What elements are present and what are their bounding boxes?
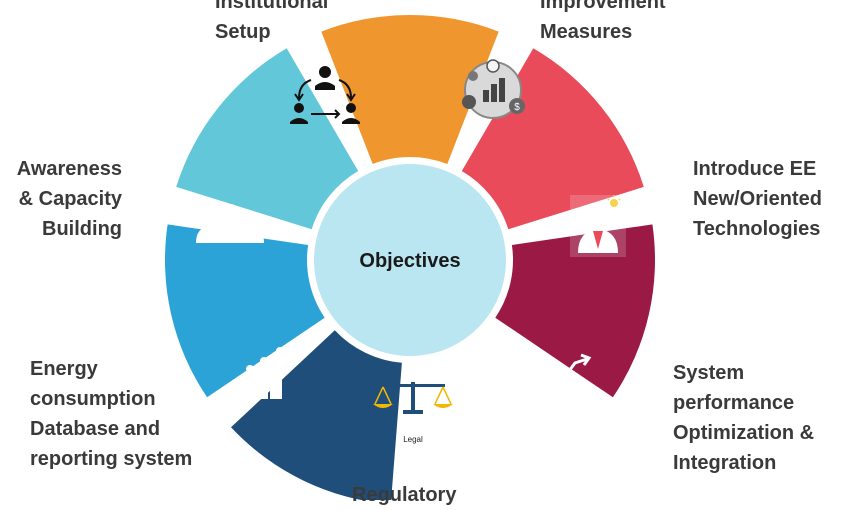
- trend-chart-icon: [539, 353, 592, 413]
- finance-growth-icon: $: [462, 59, 525, 119]
- team-group-icon: [196, 204, 264, 243]
- segment-improvement: [321, 14, 499, 165]
- segment-awareness: [165, 224, 325, 398]
- legal-icon-caption: Legal: [403, 435, 423, 444]
- svg-text:$: $: [514, 102, 520, 113]
- label-regulatory: Regulatory: [352, 484, 457, 506]
- balance-scale-icon: [373, 382, 453, 414]
- segment-database: [231, 330, 402, 500]
- idea-person-icon: [570, 195, 626, 257]
- segment-optimization: [495, 224, 655, 398]
- center-circle: [314, 164, 506, 356]
- climbing-steps-icon: [242, 347, 286, 399]
- center-label: Objectives: [359, 250, 460, 272]
- label-awareness-capacity-building: Awareness & Capacity Building: [16, 158, 122, 240]
- label-introduce-ee-technologies: Introduce EE New/Oriented Technologies: [693, 158, 822, 240]
- org-chart-icon: [290, 66, 360, 124]
- label-energy-database-reporting: Energy consumption Database and reportin…: [30, 358, 193, 470]
- label-system-performance-optimization: System performance Optimization & Integr…: [673, 362, 815, 474]
- label-institutional-setup: Institutional Setup: [215, 0, 329, 43]
- segment-legal: [418, 330, 589, 500]
- segment-institutional: [176, 48, 359, 230]
- label-improvement-measures: Improvement Measures: [540, 0, 666, 43]
